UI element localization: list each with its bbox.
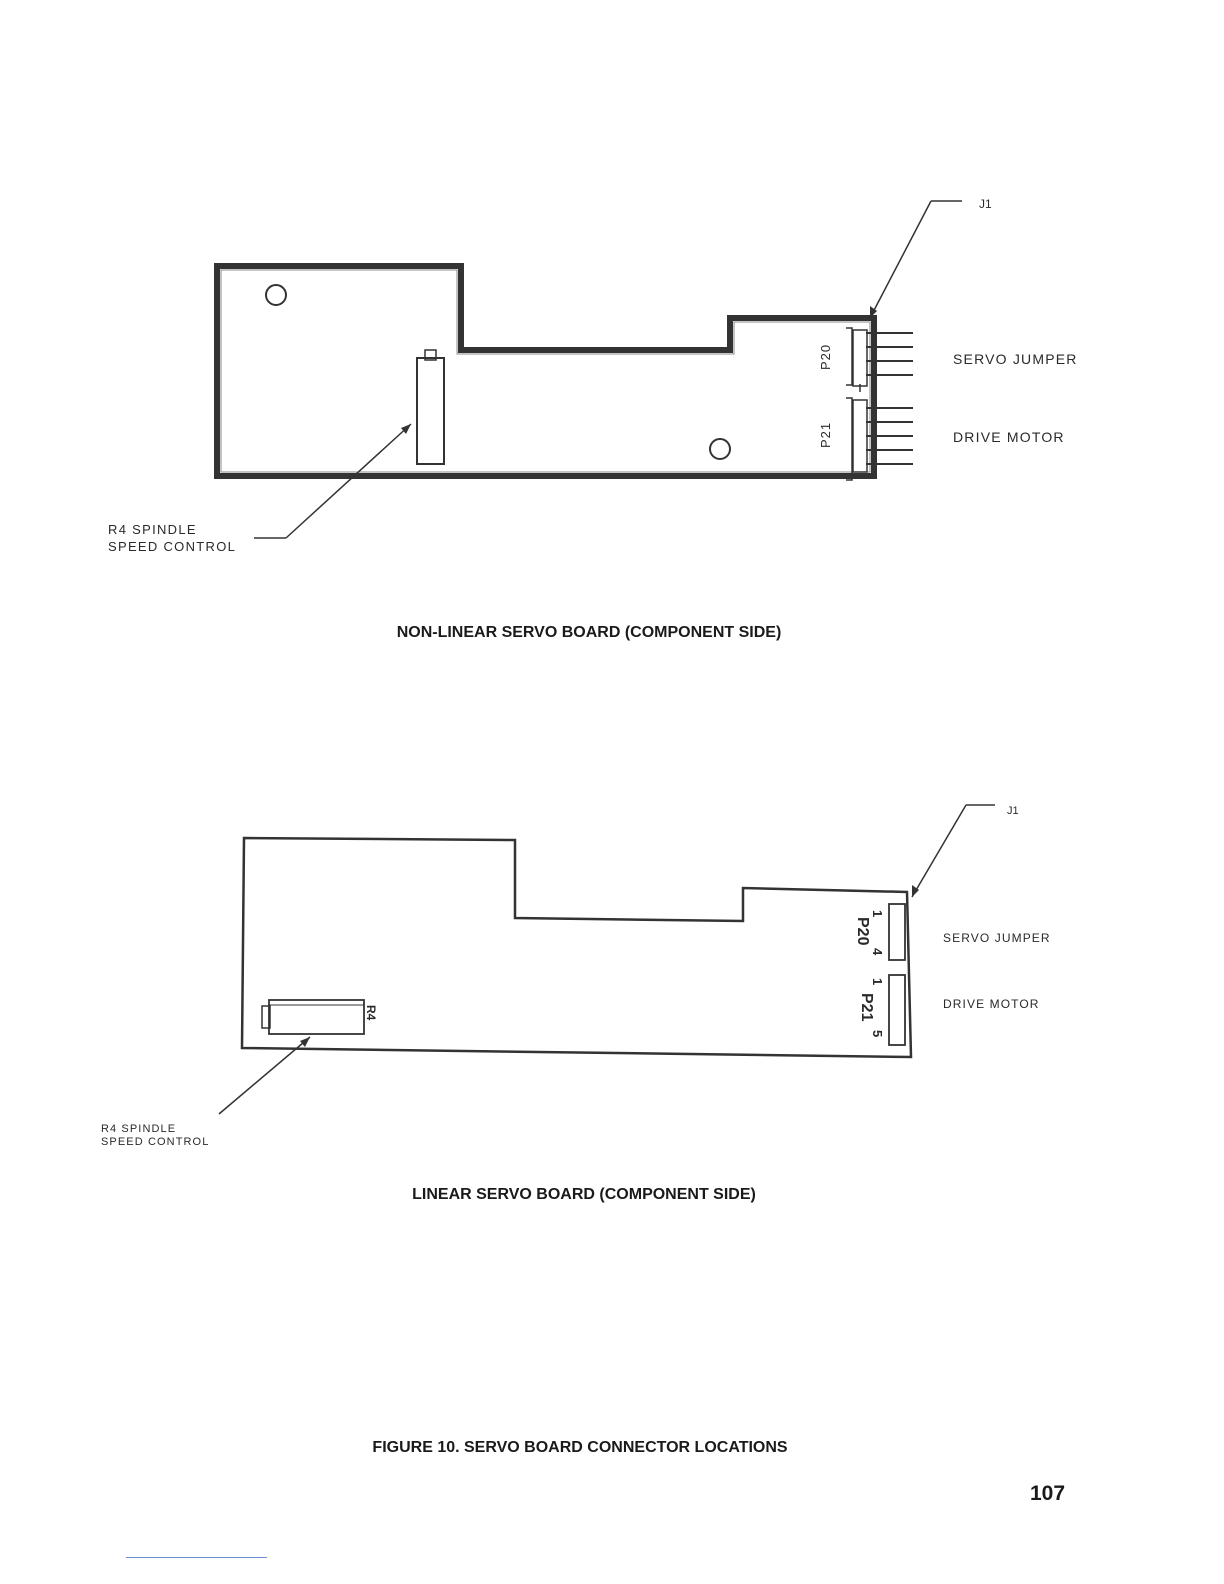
p20-connector-linear: [889, 904, 905, 960]
p21-pin-first: 1: [870, 978, 885, 985]
p21-label-linear: P21: [858, 993, 875, 1022]
p20-label: P20: [818, 344, 833, 370]
page-number: 107: [1030, 1482, 1065, 1506]
p20-connector: [846, 328, 913, 392]
drive-motor-label: DRIVE MOTOR: [953, 429, 1065, 445]
j1-label: J1: [979, 197, 992, 211]
footer-rule: [126, 1557, 267, 1558]
p21-pin-last: 5: [870, 1030, 885, 1037]
servo-jumper-label: SERVO JUMPER: [953, 351, 1078, 367]
p21-connector: [846, 398, 913, 480]
linear-servo-board: R4 1 P20 4 1 P21 5 J1 SERVO JUMPER DRIVE…: [101, 805, 1051, 1203]
servo-jumper-label-linear: SERVO JUMPER: [943, 931, 1051, 945]
r4-label-line2: SPEED CONTROL: [108, 539, 236, 554]
mounting-hole-bottom-right: [710, 439, 730, 459]
j1-leader: [870, 201, 962, 318]
r4-label-line1: R4 SPINDLE: [108, 522, 197, 537]
p20-label-linear: P20: [854, 917, 871, 946]
r4-potentiometer-linear: [262, 1000, 364, 1034]
r4-leader: [254, 424, 411, 538]
linear-board-caption: LINEAR SERVO BOARD (COMPONENT SIDE): [412, 1186, 756, 1203]
p21-label: P21: [818, 422, 833, 448]
linear-board-outline: [242, 838, 911, 1057]
drive-motor-label-linear: DRIVE MOTOR: [943, 997, 1040, 1011]
non-linear-board-outline: [217, 266, 874, 476]
r4-label-line1-linear: R4 SPINDLE: [101, 1123, 176, 1135]
j1-label-linear: J1: [1007, 805, 1019, 817]
non-linear-servo-board: P20 P21 J1 SERVO JUMPER DRIVE MOTOR R4 S…: [108, 197, 1078, 641]
j1-leader-linear: [912, 805, 995, 897]
figure-caption: FIGURE 10. SERVO BOARD CONNECTOR LOCATIO…: [372, 1439, 787, 1456]
mounting-hole-top-left: [266, 285, 286, 305]
r4-marking: R4: [364, 1005, 378, 1021]
non-linear-board-caption: NON-LINEAR SERVO BOARD (COMPONENT SIDE): [397, 624, 782, 641]
p20-pin-first: 1: [870, 910, 885, 917]
p20-pin-last: 4: [870, 948, 885, 956]
r4-label-line2-linear: SPEED CONTROL: [101, 1136, 209, 1148]
r4-potentiometer: [417, 350, 444, 464]
p21-connector-linear: [889, 975, 905, 1045]
